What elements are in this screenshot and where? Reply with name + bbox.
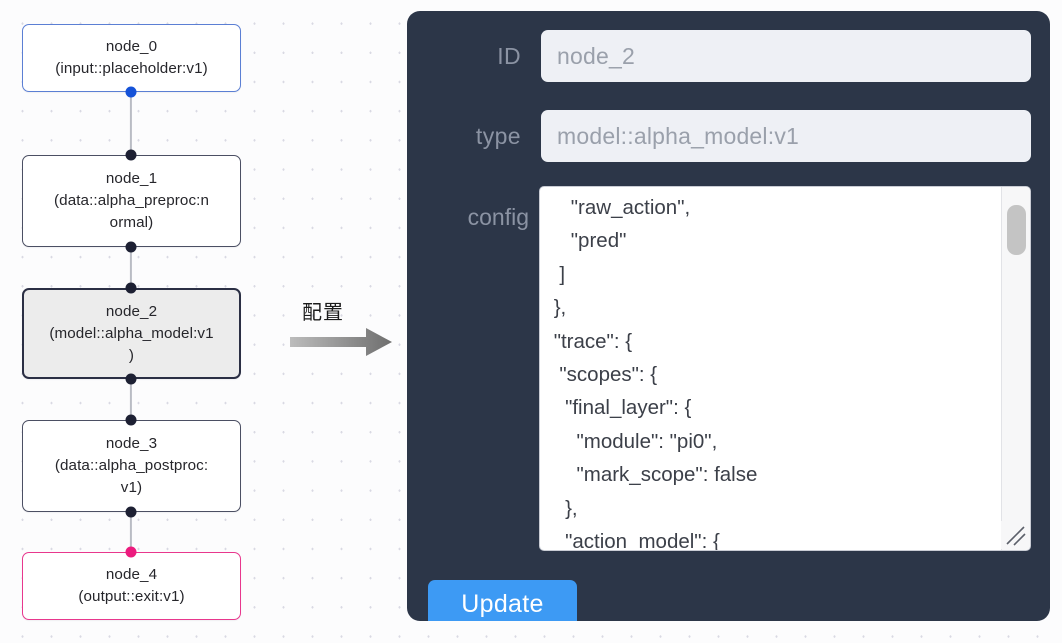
graph-node-title: node_2 xyxy=(105,302,158,320)
configure-annotation: 配置 xyxy=(288,296,398,358)
resize-handle-icon[interactable] xyxy=(1001,521,1029,549)
graph-node-title: node_3 xyxy=(105,435,158,452)
graph-node-node_0[interactable]: node_0 (input::placeholder:v1) xyxy=(22,24,241,92)
update-button[interactable]: Update xyxy=(428,580,577,621)
graph-node-subtitle: (data::alpha_preproc:n ormal) xyxy=(53,192,210,231)
graph-node-subtitle: (input::placeholder:v1) xyxy=(55,60,208,77)
graph-node-node_1[interactable]: node_1 (data::alpha_preproc:n ormal) xyxy=(22,155,241,247)
resize-grip-icon xyxy=(1006,526,1026,546)
graph-node-node_4[interactable]: node_4 (output::exit:v1) xyxy=(22,552,241,620)
node-port-node_1-top[interactable] xyxy=(125,149,137,161)
node-port-node_2-bottom[interactable] xyxy=(125,373,137,385)
graph-node-node_3[interactable]: node_3 (data::alpha_postproc: v1) xyxy=(22,420,241,512)
id-field-label: ID xyxy=(497,42,521,69)
graph-node-subtitle: (model::alpha_model:v1 ) xyxy=(49,324,214,364)
field-row-id: ID node_2 xyxy=(407,30,1050,82)
node-port-node_2-top[interactable] xyxy=(125,282,137,294)
type-field-label: type xyxy=(475,122,521,149)
node-port-node_0-bottom[interactable] xyxy=(125,86,137,98)
node-port-node_4-top[interactable] xyxy=(125,546,137,558)
config-editor[interactable]: "raw_action", "pred" ] }, "trace": { "sc… xyxy=(539,186,1031,551)
graph-node-title: node_1 xyxy=(105,170,158,187)
node-port-node_3-bottom[interactable] xyxy=(125,506,137,518)
graph-node-title: node_0 xyxy=(105,38,158,55)
edge-node2-node3 xyxy=(129,379,133,420)
field-row-type: type model::alpha_model:v1 xyxy=(407,110,1050,162)
arrow-right-icon xyxy=(290,328,392,356)
node-port-node_3-top[interactable] xyxy=(125,414,137,426)
graph-node-node_2[interactable]: node_2 (model::alpha_model:v1 ) xyxy=(22,288,241,379)
config-textarea[interactable]: "raw_action", "pred" ] }, "trace": { "sc… xyxy=(553,196,758,550)
graph-node-subtitle: (output::exit:v1) xyxy=(78,588,185,605)
config-scrollbar-thumb[interactable] xyxy=(1007,205,1026,255)
config-field-label: config xyxy=(467,204,529,230)
graph-node-subtitle: (data::alpha_postproc: v1) xyxy=(54,457,209,496)
configure-annotation-label: 配置 xyxy=(302,300,344,324)
type-input[interactable]: model::alpha_model:v1 xyxy=(541,110,1031,162)
edge-node3-node4 xyxy=(129,512,133,552)
node-port-node_1-bottom[interactable] xyxy=(125,241,137,253)
node-config-panel: ID node_2 type model::alpha_model:v1 con… xyxy=(407,11,1050,621)
graph-node-title: node_4 xyxy=(105,566,158,583)
edge-node0-node1 xyxy=(129,92,133,155)
edge-node1-node2 xyxy=(129,247,133,288)
id-input[interactable]: node_2 xyxy=(541,30,1031,82)
config-scrollbar[interactable] xyxy=(1001,187,1030,550)
